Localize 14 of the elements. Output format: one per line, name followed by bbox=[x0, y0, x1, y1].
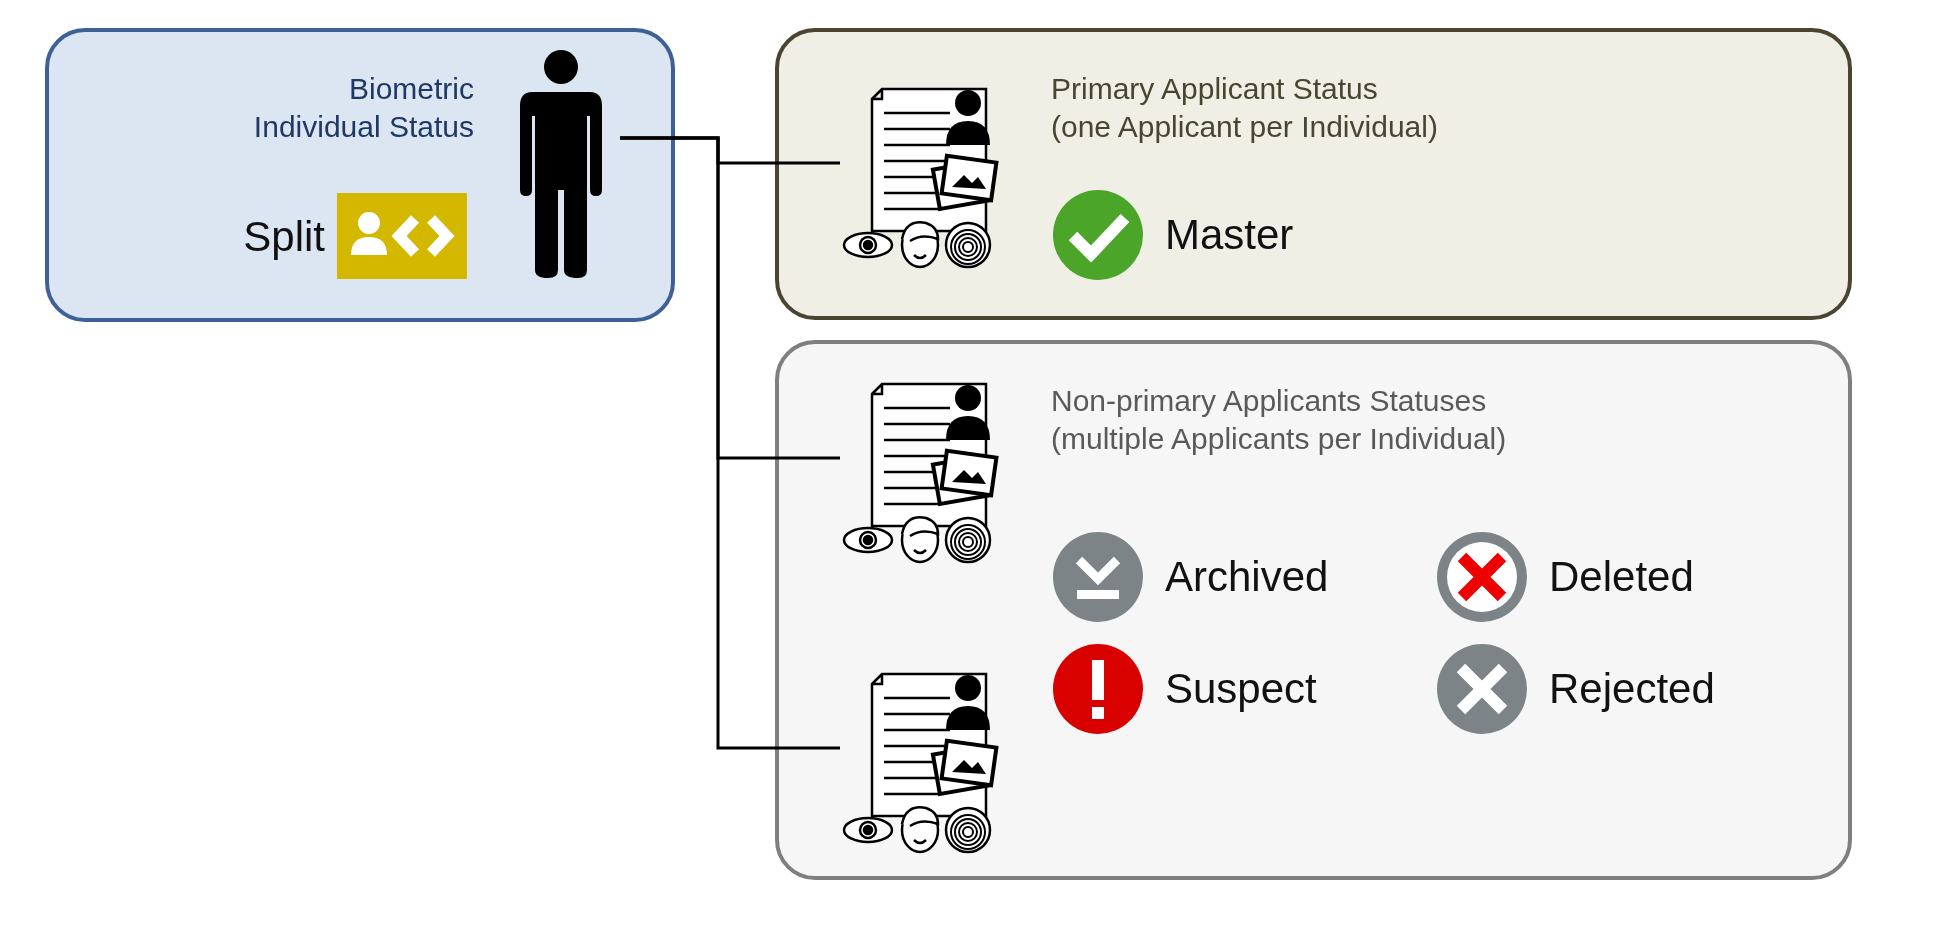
panel bbox=[775, 28, 1852, 320]
status-label: Archived bbox=[1165, 552, 1329, 602]
person-figure bbox=[518, 50, 604, 278]
panel-title: Non-primary Applicants Statuses (multiple Applicants per Individual) bbox=[1051, 383, 1508, 457]
status-label: Suspect bbox=[1165, 664, 1317, 714]
panel-title: Primary Applicant Status (one Applicant per Individual) bbox=[1051, 71, 1439, 145]
panel-title: Biometric Individual Status bbox=[252, 71, 474, 145]
status-label: Split bbox=[243, 212, 325, 262]
status-label: Deleted bbox=[1549, 552, 1694, 602]
panel bbox=[45, 28, 675, 322]
status-label: Rejected bbox=[1549, 664, 1715, 714]
status-label: Master bbox=[1165, 210, 1294, 260]
connector-line bbox=[620, 136, 840, 750]
panel bbox=[775, 340, 1852, 880]
